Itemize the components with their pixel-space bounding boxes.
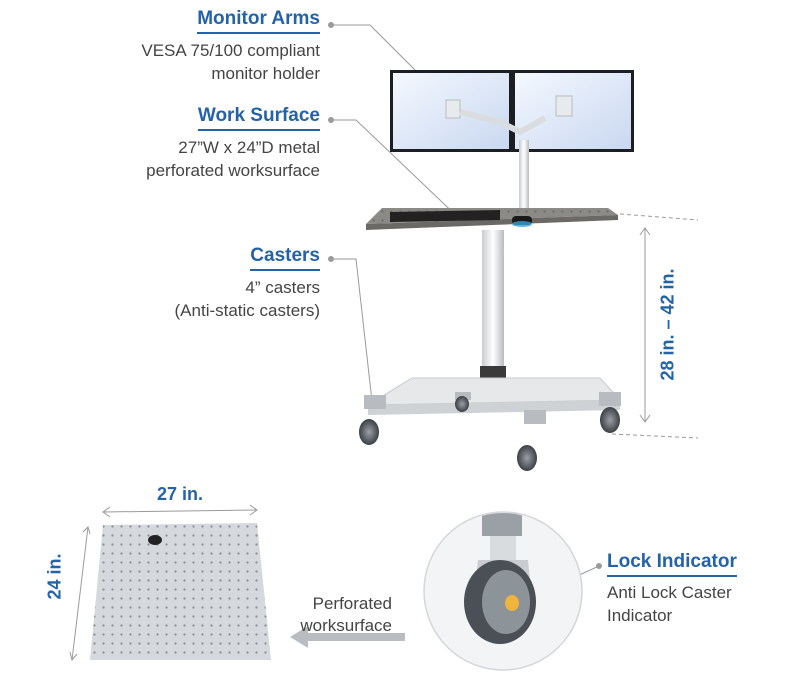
work-surface-line2: perforated worksurface <box>146 161 320 180</box>
perforated-line2: worksurface <box>300 616 392 635</box>
lock-indicator-desc: Anti Lock Caster Indicator <box>607 581 732 627</box>
casters-line1: 4” casters <box>245 278 320 297</box>
casters-desc: 4” casters (Anti-static casters) <box>175 276 320 322</box>
work-surface <box>366 208 618 230</box>
work-surface-line1: 27”W x 24”D metal <box>178 138 320 157</box>
casters-line2: (Anti-static casters) <box>174 301 320 320</box>
depth-label: 24 in. <box>44 553 65 600</box>
casters-title: Casters <box>250 245 320 271</box>
perforated-label: Perforated worksurface <box>300 593 392 637</box>
lock-indicator-line1: Anti Lock Caster <box>607 583 732 602</box>
height-range-label: 28 in. – 42 in. <box>657 268 678 381</box>
lock-indicator-title: Lock Indicator <box>607 551 737 577</box>
casters <box>359 396 620 471</box>
arrow-icon <box>290 626 405 648</box>
height-column <box>482 230 504 375</box>
base-frame <box>364 377 622 424</box>
width-label: 27 in. <box>157 484 204 504</box>
work-surface-title: Work Surface <box>197 105 320 131</box>
height-dimension <box>611 213 699 439</box>
caster-detail <box>423 511 583 671</box>
monitor-arms-line2: monitor holder <box>211 64 320 83</box>
monitors <box>390 70 634 152</box>
perforated-surface <box>69 504 271 662</box>
monitor-pole <box>519 140 529 220</box>
perforated-line1: Perforated <box>312 594 392 613</box>
work-surface-desc: 27”W x 24”D metal perforated worksurface <box>146 136 320 182</box>
lock-indicator-line2: Indicator <box>607 606 673 625</box>
monitor-arms-line1: VESA 75/100 compliant <box>141 41 320 60</box>
monitor-arms-title: Monitor Arms <box>197 8 320 34</box>
monitor-arms-desc: VESA 75/100 compliant monitor holder <box>141 39 320 85</box>
